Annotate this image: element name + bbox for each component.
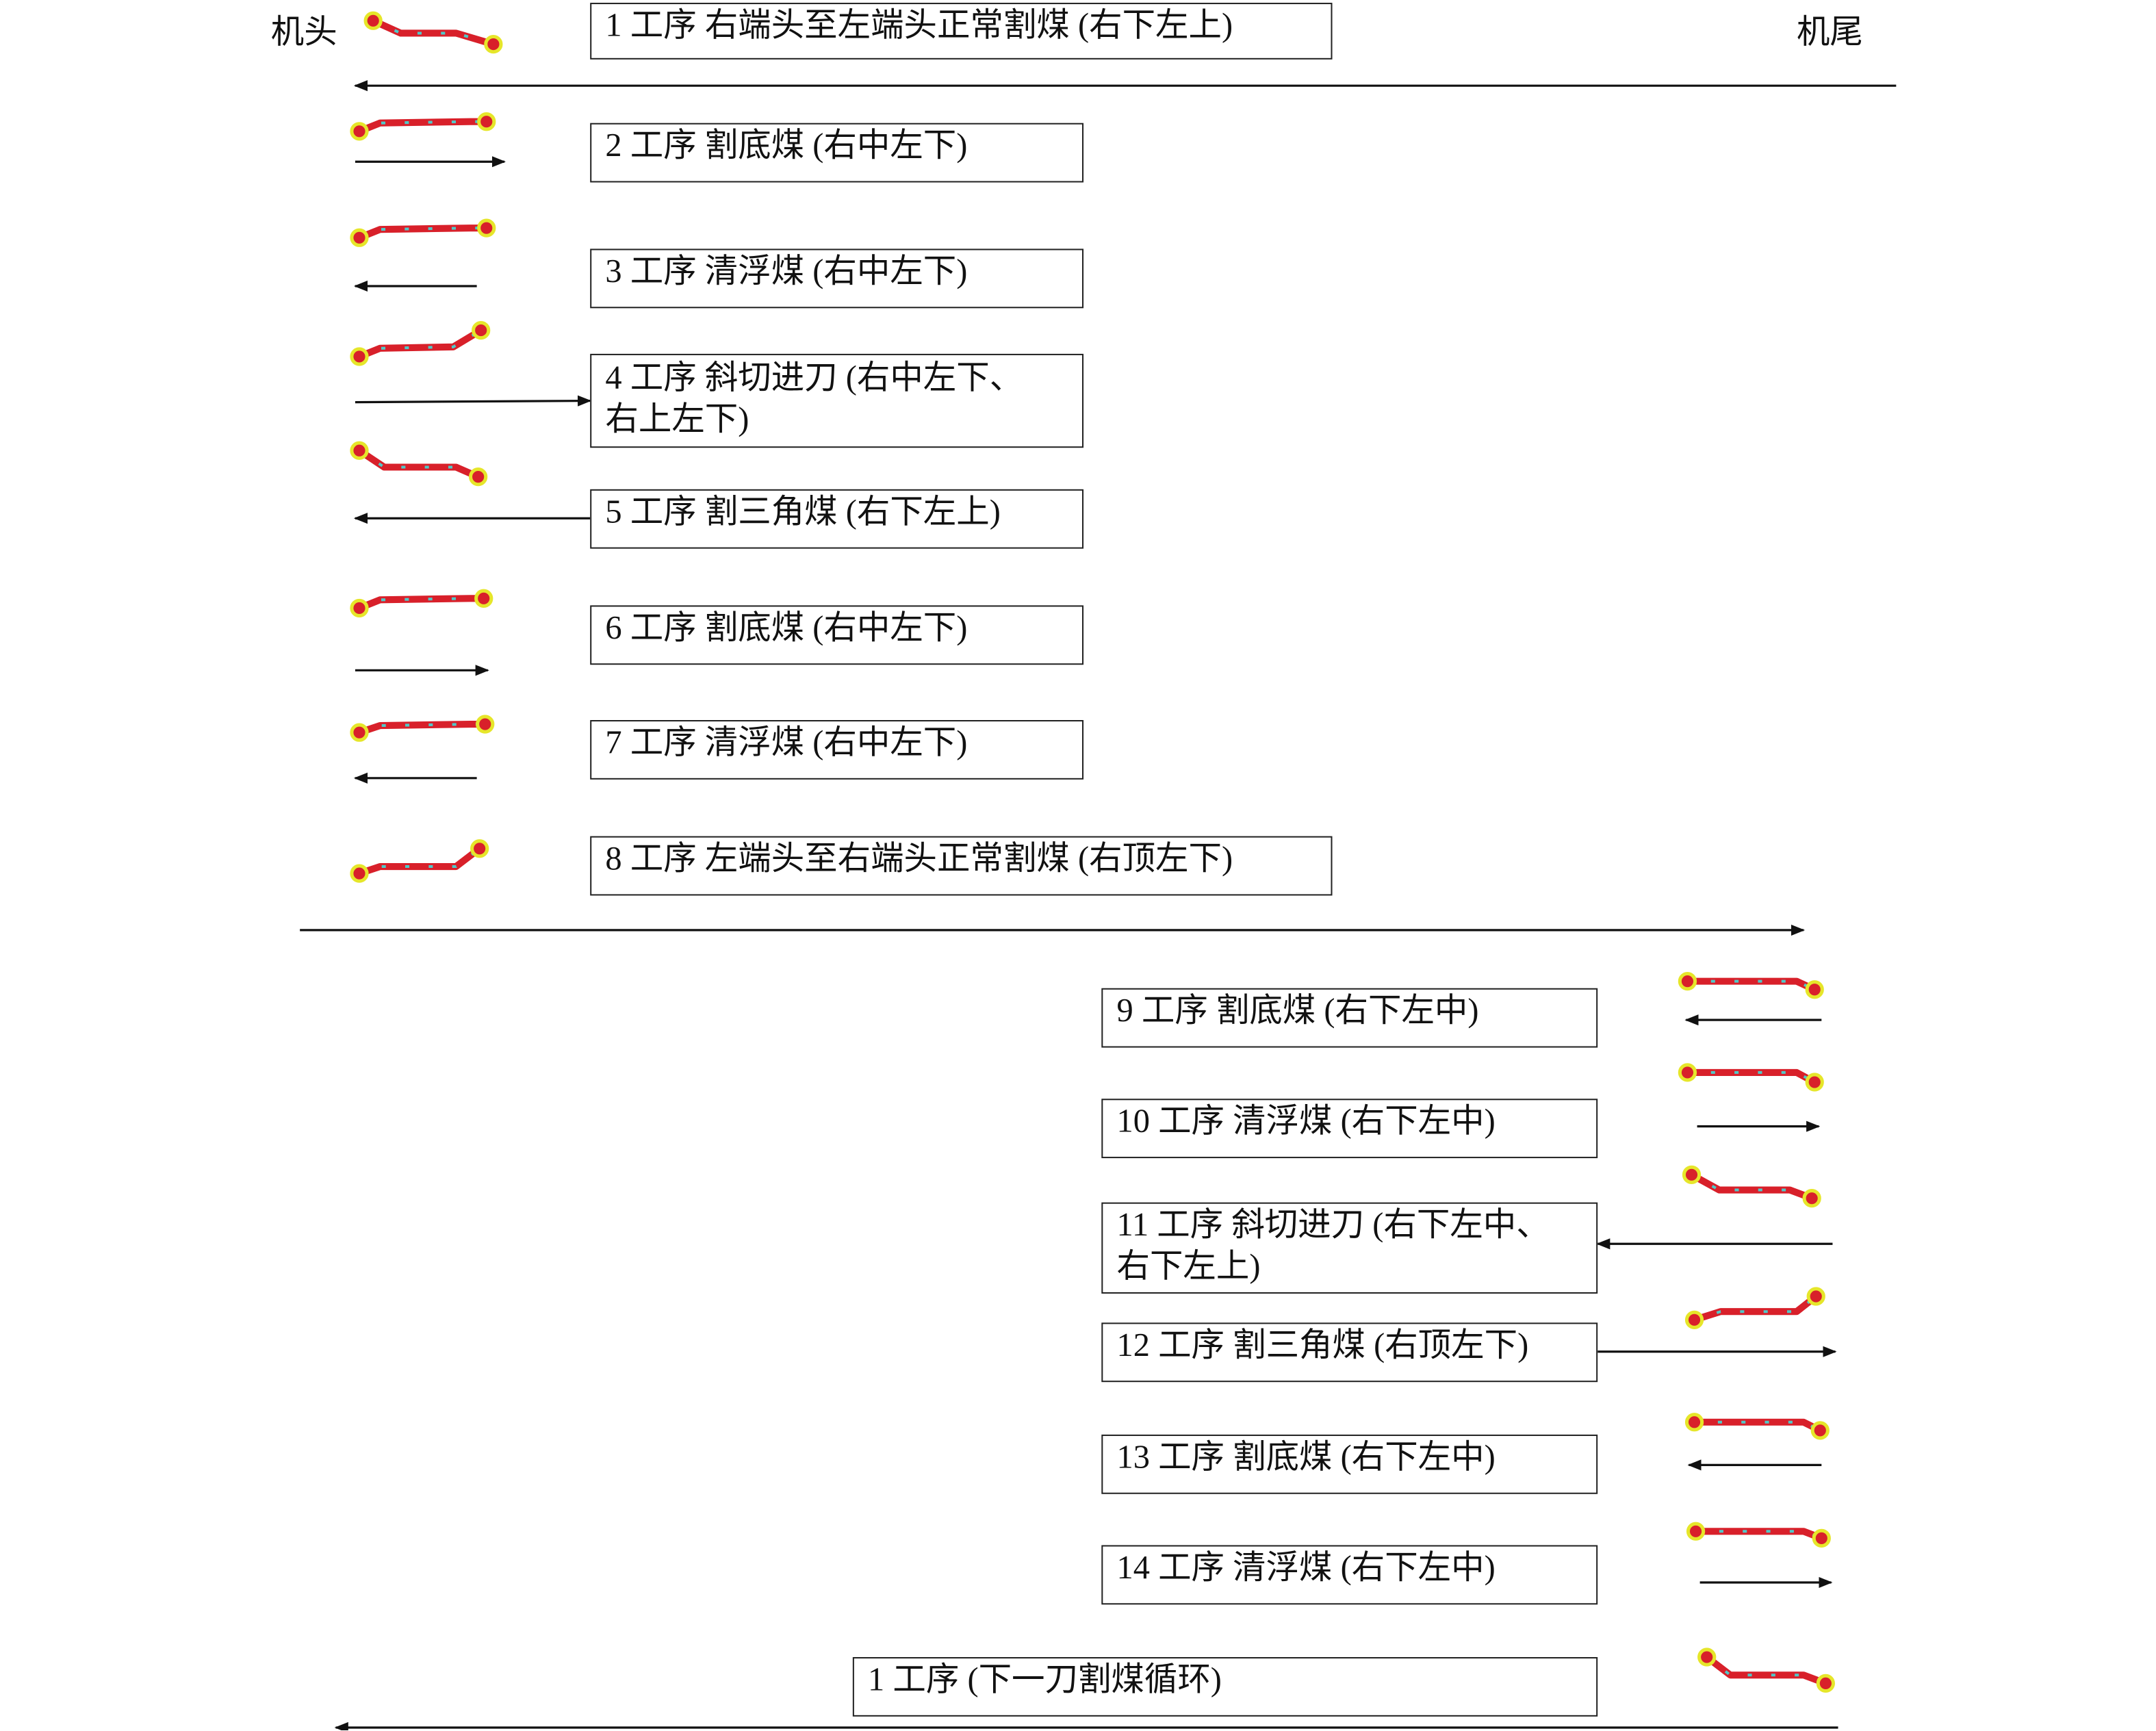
cutting-drum-icon xyxy=(470,839,489,858)
shearer-icon xyxy=(350,589,493,618)
cutting-drum-icon xyxy=(350,723,369,742)
step-box: 9 工序 割底煤 (右下左中) xyxy=(1101,988,1598,1048)
shearer-body xyxy=(355,225,490,242)
step-box: 8 工序 左端头至右端头正常割煤 (右顶左下) xyxy=(590,836,1333,896)
shearer-icon xyxy=(350,218,496,247)
shearer-icon xyxy=(350,715,495,742)
cutting-drum-icon xyxy=(1686,1522,1706,1541)
shearer-icon xyxy=(350,112,496,141)
shearer-icon xyxy=(1684,1413,1830,1440)
shearer-icon xyxy=(350,441,488,487)
shearer-body xyxy=(355,326,485,361)
shearer-body xyxy=(1684,1068,1819,1086)
cutting-drum-icon xyxy=(1816,1674,1835,1693)
shearer-body xyxy=(1691,1292,1820,1324)
shearer-body xyxy=(1684,977,1819,993)
shearer-body xyxy=(1692,1528,1825,1542)
cutting-drum-icon xyxy=(477,218,496,238)
step-box: 12 工序 割三角煤 (右顶左下) xyxy=(1101,1322,1598,1383)
shearer-body xyxy=(370,17,497,48)
cutting-drum-icon xyxy=(1812,1528,1831,1548)
shearer-joints xyxy=(1687,979,1816,991)
cutting-drum-icon xyxy=(1684,1413,1704,1432)
cutting-drum-icon xyxy=(1806,1287,1825,1306)
shearer-body xyxy=(355,845,483,877)
cutting-drum-icon xyxy=(469,467,488,487)
step-box: 7 工序 清浮煤 (右中左下) xyxy=(590,720,1084,780)
cutting-drum-icon xyxy=(350,598,369,618)
travel-arrow-right xyxy=(355,395,592,407)
shearer-icon xyxy=(1678,972,1824,999)
shearer-icon xyxy=(1678,1063,1824,1092)
cutting-drum-icon xyxy=(477,112,496,131)
cutting-drum-icon xyxy=(474,589,493,608)
step-box: 14 工序 清浮煤 (右下左中) xyxy=(1101,1545,1598,1605)
machine-head-label: 机头 xyxy=(270,15,337,51)
shearer-icon xyxy=(1684,1287,1825,1329)
machine-tail-label: 机尾 xyxy=(1796,15,1863,51)
cutting-drum-icon xyxy=(1810,1421,1830,1440)
cutting-drum-icon xyxy=(350,347,369,366)
shearer-body xyxy=(355,721,489,736)
shearer-body xyxy=(355,595,487,612)
shearer-body xyxy=(1691,1418,1824,1434)
cutting-drum-icon xyxy=(1805,980,1824,999)
step-box: 10 工序 清浮煤 (右下左中) xyxy=(1101,1099,1598,1159)
shearer-icon xyxy=(1682,1165,1821,1208)
step-box: 4 工序 斜切进刀 (右中左下、 右上左下) xyxy=(590,353,1084,448)
cutting-drum-icon xyxy=(472,320,491,340)
shearer-icon xyxy=(350,320,491,366)
cutting-drum-icon xyxy=(363,11,383,30)
cutting-drum-icon xyxy=(1805,1073,1824,1092)
step-box: 1 工序 右端头至左端头正常割煤 (右下左上) xyxy=(590,3,1333,60)
shearer-icon xyxy=(363,11,503,54)
shearer-icon xyxy=(350,839,489,883)
shearer-icon xyxy=(1697,1647,1835,1693)
cutting-drum-icon xyxy=(350,122,369,141)
cutting-drum-icon xyxy=(350,441,369,460)
step-box: 5 工序 割三角煤 (右下左上) xyxy=(590,489,1084,549)
shearer-body xyxy=(355,118,490,135)
step-box: 6 工序 割底煤 (右中左下) xyxy=(590,605,1084,665)
cutting-drum-icon xyxy=(1678,972,1697,991)
shearer-body xyxy=(1703,1653,1830,1687)
shearer-icon xyxy=(1686,1522,1831,1548)
cutting-drum-icon xyxy=(1697,1647,1717,1667)
shearer-body xyxy=(1688,1171,1816,1202)
shearer-body xyxy=(355,447,482,480)
cutting-drum-icon xyxy=(476,715,495,734)
step-box: 3 工序 清浮煤 (右中左下) xyxy=(590,248,1084,309)
cutting-drum-icon xyxy=(1684,1310,1704,1329)
cutting-drum-icon xyxy=(484,34,503,54)
cutting-drum-icon xyxy=(1682,1165,1702,1184)
cutting-drum-icon xyxy=(1802,1189,1821,1208)
cutting-drum-icon xyxy=(350,228,369,247)
cutting-drum-icon xyxy=(350,864,369,883)
cutting-drum-icon xyxy=(1678,1063,1697,1082)
step-box: 2 工序 割底煤 (右中左下) xyxy=(590,123,1084,183)
step-box: 13 工序 割底煤 (右下左中) xyxy=(1101,1434,1598,1494)
step-box: 11 工序 斜切进刀 (右下左中、 右下左上) xyxy=(1101,1202,1598,1294)
shearer-joints xyxy=(1687,1070,1816,1084)
step-box: 1 工序 (下一刀割煤循环) xyxy=(852,1657,1598,1717)
